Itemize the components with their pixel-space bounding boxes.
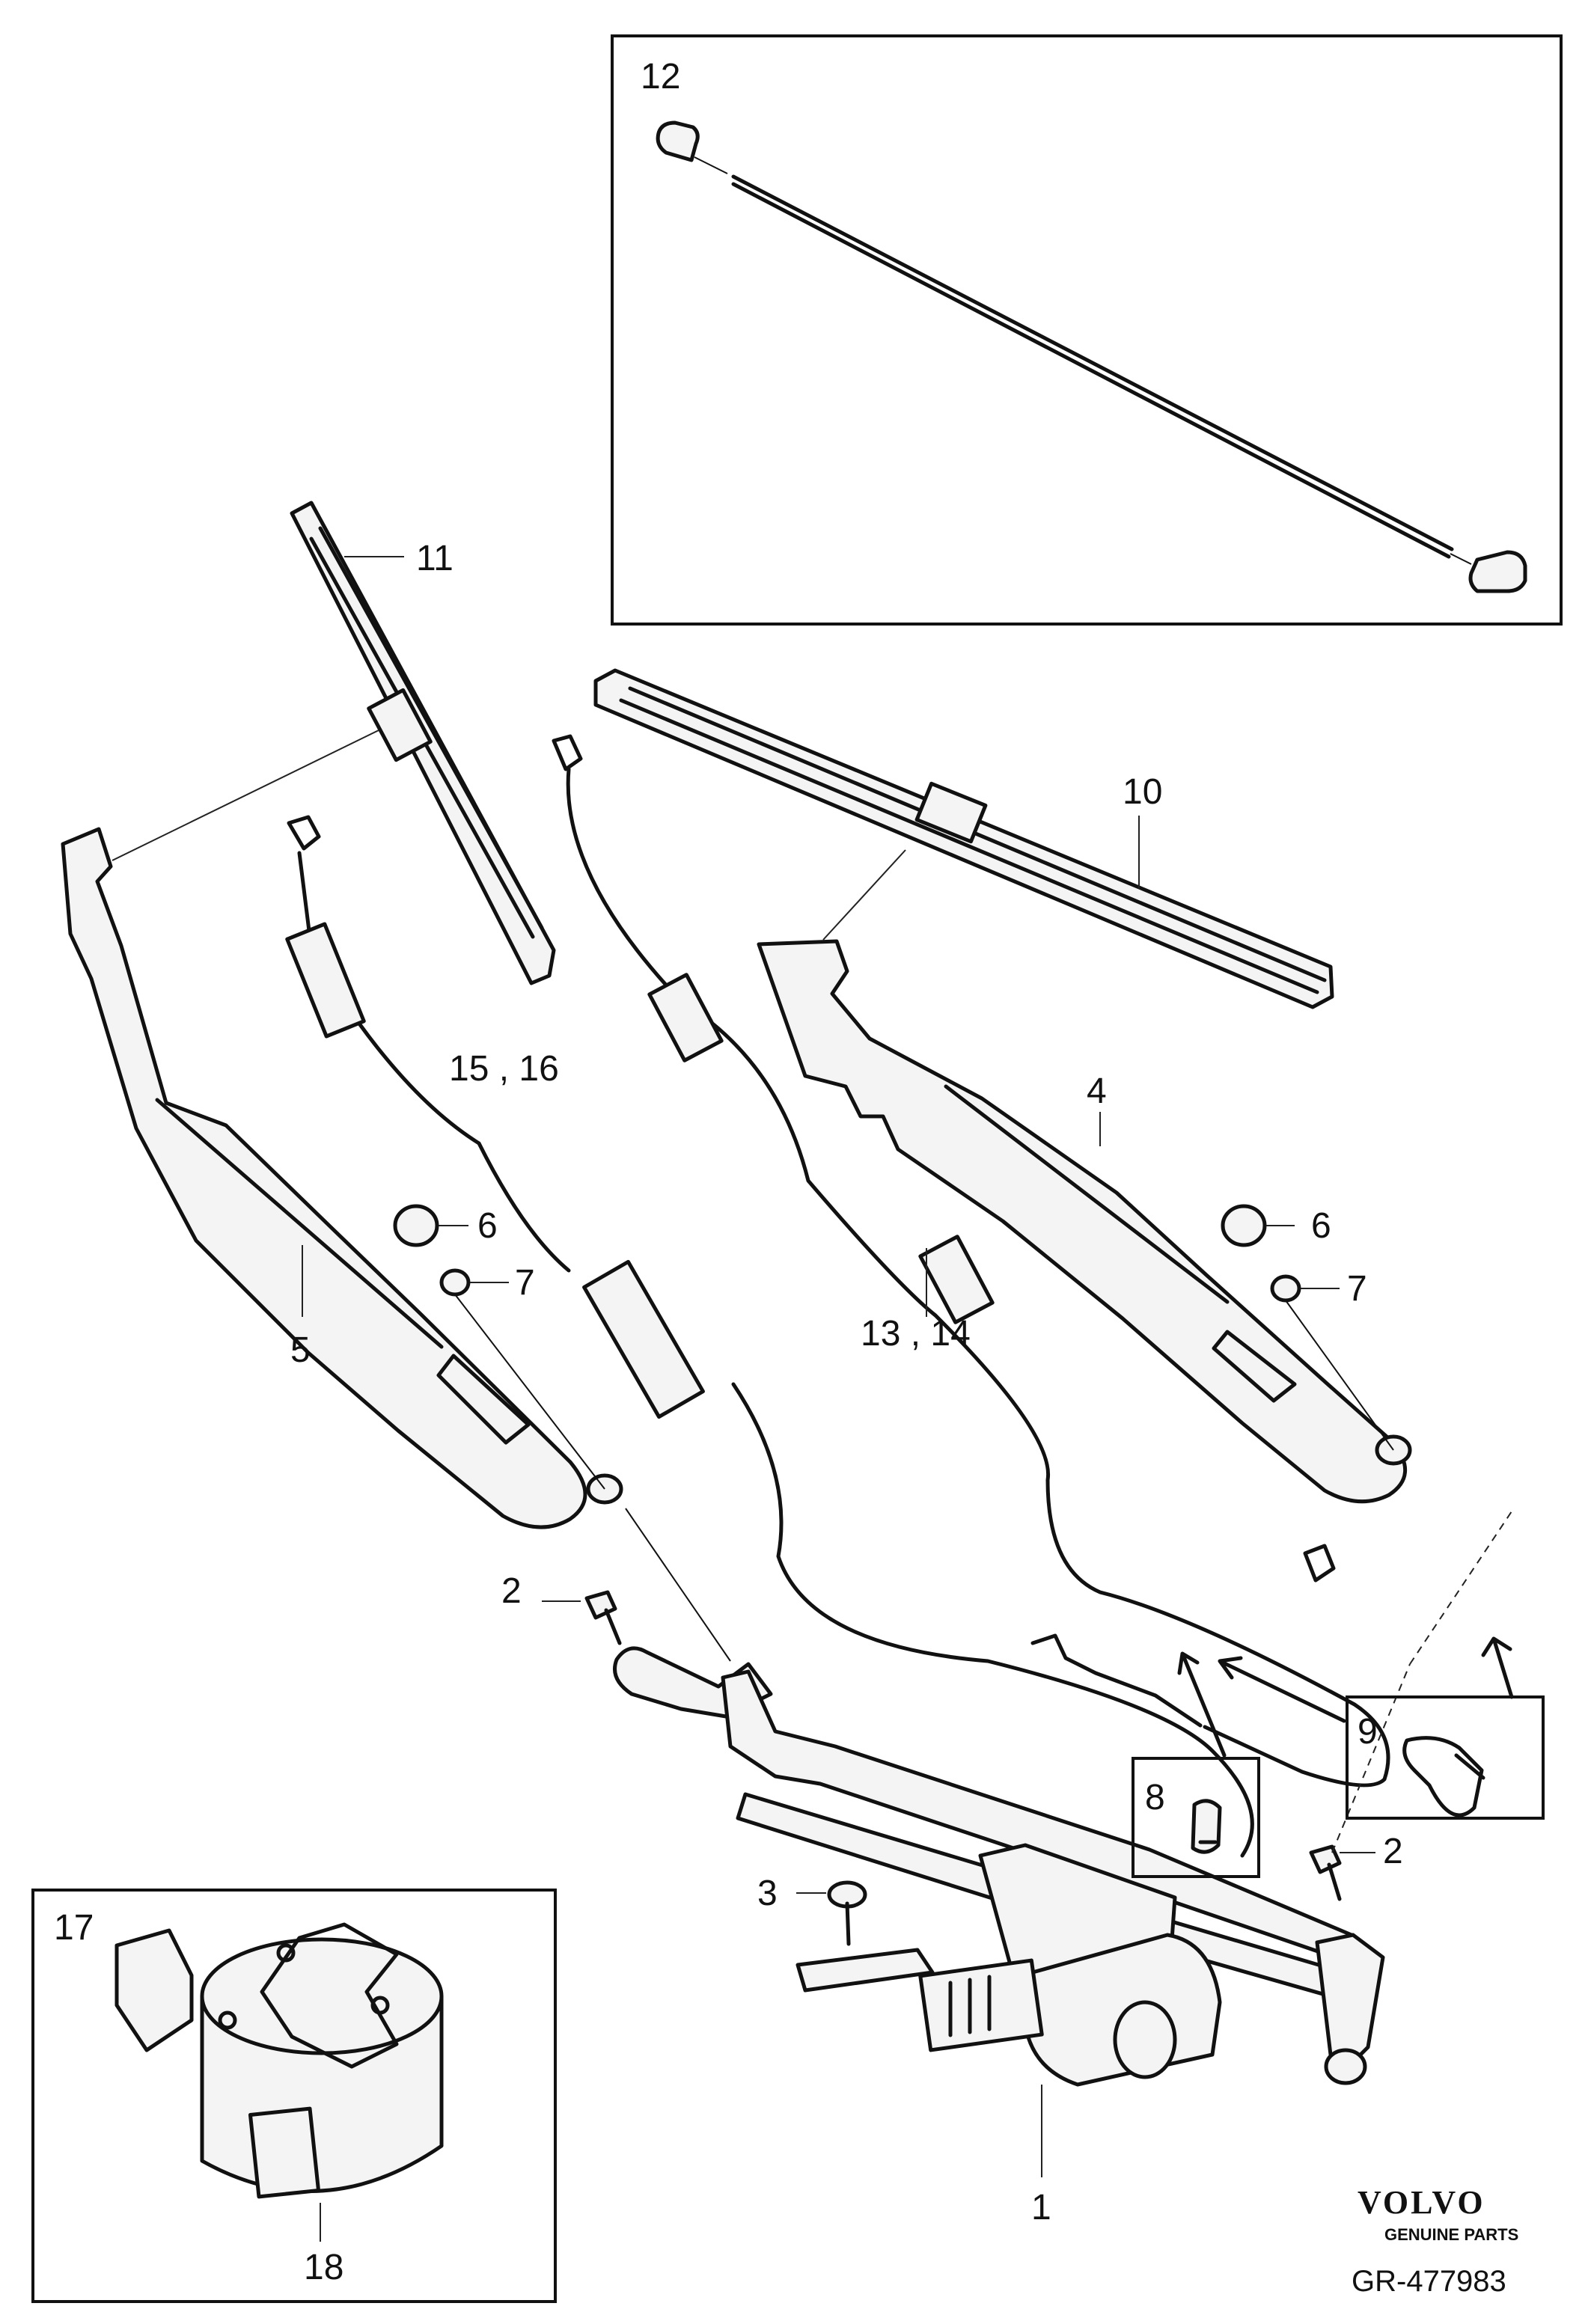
diagram-code: GR-477983: [1352, 2265, 1506, 2298]
nut-left: [439, 1268, 471, 1297]
wiper-refill-strip: [731, 174, 1454, 559]
callout-2-right: 2: [1383, 1832, 1403, 1871]
washer-hose-left: [285, 815, 1254, 1858]
wiper-linkage-and-motor: [613, 1646, 1385, 2177]
brand-logo: VOLVO: [1358, 2184, 1485, 2221]
callout-11: 11: [416, 539, 454, 578]
callout-5: 5: [290, 1330, 311, 1370]
callout-4: 4: [1087, 1071, 1107, 1111]
callout-17: 17: [54, 1908, 94, 1948]
bolts: [542, 1508, 1512, 1946]
bolt-2-right: [1309, 1844, 1342, 1874]
callout-12: 12: [641, 57, 680, 97]
bolt-2-left: [584, 1590, 617, 1620]
wiper-arm-right: [757, 939, 1412, 1504]
cover-cap-left: [393, 1204, 439, 1247]
arm-caps-and-nuts: [393, 1204, 1394, 1490]
volvo-branding: VOLVO GENUINE PARTS GR-477983: [1352, 2184, 1518, 2298]
brand-tagline: GENUINE PARTS: [1384, 2225, 1518, 2244]
callout-6-right: 6: [1311, 1206, 1331, 1246]
callout-1: 1: [1031, 2188, 1051, 2227]
callout-9: 9: [1358, 1712, 1378, 1752]
callout-7-right: 7: [1347, 1269, 1367, 1309]
blade-end-cap-left: [656, 120, 700, 162]
nut-right: [1270, 1274, 1301, 1303]
callout-18: 18: [304, 2248, 343, 2287]
callout-labels: 12 11 10 15 , 16 4 6 6 7 7 13 , 14 5 2 9…: [54, 57, 1403, 2287]
callout-3: 3: [757, 1874, 778, 1913]
wiper-arm-left: [61, 827, 623, 1529]
callout-6-left: 6: [477, 1206, 498, 1246]
washer-hose-right: [552, 734, 1390, 1788]
rain-sensor-inset: [31, 1889, 557, 2303]
cover-cap-right: [1221, 1204, 1267, 1247]
callout-15-16: 15 , 16: [449, 1049, 559, 1089]
callout-10: 10: [1123, 772, 1162, 812]
clip-9-inset: [1218, 1636, 1545, 1820]
callout-7-left: 7: [515, 1263, 535, 1303]
inset-box-refill: [611, 34, 1563, 626]
wiper-blade-driver: [593, 668, 1334, 1009]
callout-13-14: 13 , 14: [861, 1314, 971, 1354]
callout-2-left: 2: [501, 1571, 522, 1611]
wiper-blade-passenger: [112, 501, 556, 985]
blade-end-cap-right: [1468, 550, 1527, 593]
clip-8-inset: [1132, 1651, 1260, 1878]
callout-8: 8: [1145, 1778, 1165, 1817]
